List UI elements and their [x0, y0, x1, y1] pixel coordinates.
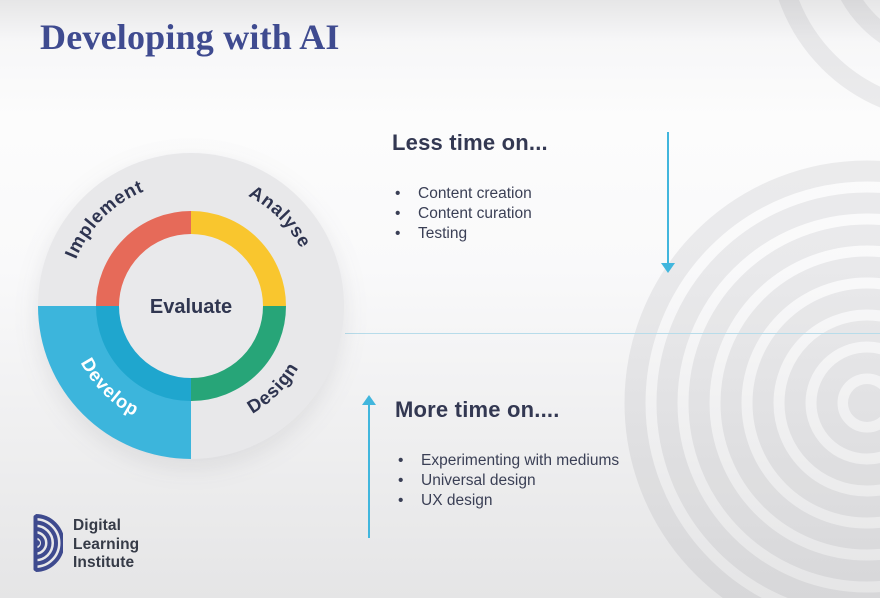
more-time-heading: More time on.... [395, 397, 560, 422]
logo-line: Institute [73, 554, 135, 571]
wheel-center-label: Evaluate [150, 296, 232, 318]
less-time-list: Content creation Content curation Testin… [392, 184, 532, 244]
addie-wheel-diagram: Implement Analyse Develop Design Evaluat… [38, 153, 344, 459]
arrow-head [362, 395, 376, 405]
ring-segment-design [190, 305, 286, 401]
list-item: Experimenting with mediums [395, 451, 619, 471]
arrow-head [661, 263, 675, 273]
logo-line: Learning [73, 535, 140, 553]
list-item: Content creation [392, 184, 532, 204]
digital-learning-institute-logo: Digital Learning Institute [33, 511, 139, 575]
list-item: Universal design [395, 471, 619, 491]
logo-line: Digital [73, 517, 122, 534]
wheel-center-hole [118, 233, 264, 379]
arrow-shaft [367, 405, 371, 538]
less-time-heading: Less time on... [392, 130, 548, 155]
list-item: Content curation [392, 204, 532, 224]
ring-segment-develop [96, 305, 192, 401]
list-item: UX design [395, 491, 619, 511]
ripple-logo-icon [33, 514, 63, 572]
arrow-up-icon [362, 395, 376, 538]
more-time-list: Experimenting with mediums Universal des… [395, 451, 619, 511]
ring-segment-implement [96, 211, 192, 307]
logo-wordmark: Digital Learning Institute [73, 517, 139, 573]
corner-stripes-decoration [778, 0, 880, 108]
ring-segment-analyse [190, 211, 286, 307]
arrow-shaft [666, 132, 670, 263]
divider-line [345, 333, 880, 334]
page-title: Developing with AI [40, 17, 340, 57]
arrow-down-icon [661, 132, 675, 273]
list-item: Testing [392, 224, 532, 244]
